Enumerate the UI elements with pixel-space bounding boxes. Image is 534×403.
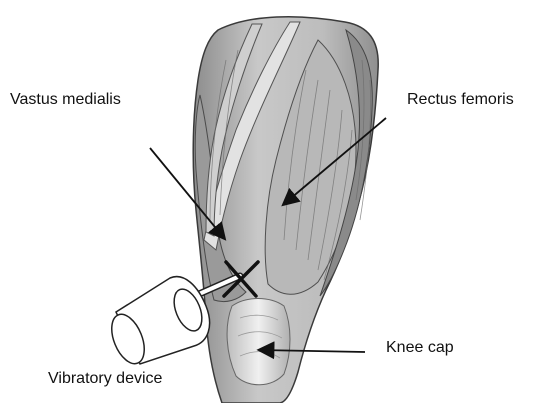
knee-cap <box>227 299 290 385</box>
rectus-femoris-label: Rectus femoris <box>407 92 514 108</box>
knee-cap-label: Knee cap <box>386 340 454 356</box>
vastus-medialis-label: Vastus medialis <box>10 92 121 108</box>
vibratory-device-label: Vibratory device <box>48 371 162 387</box>
